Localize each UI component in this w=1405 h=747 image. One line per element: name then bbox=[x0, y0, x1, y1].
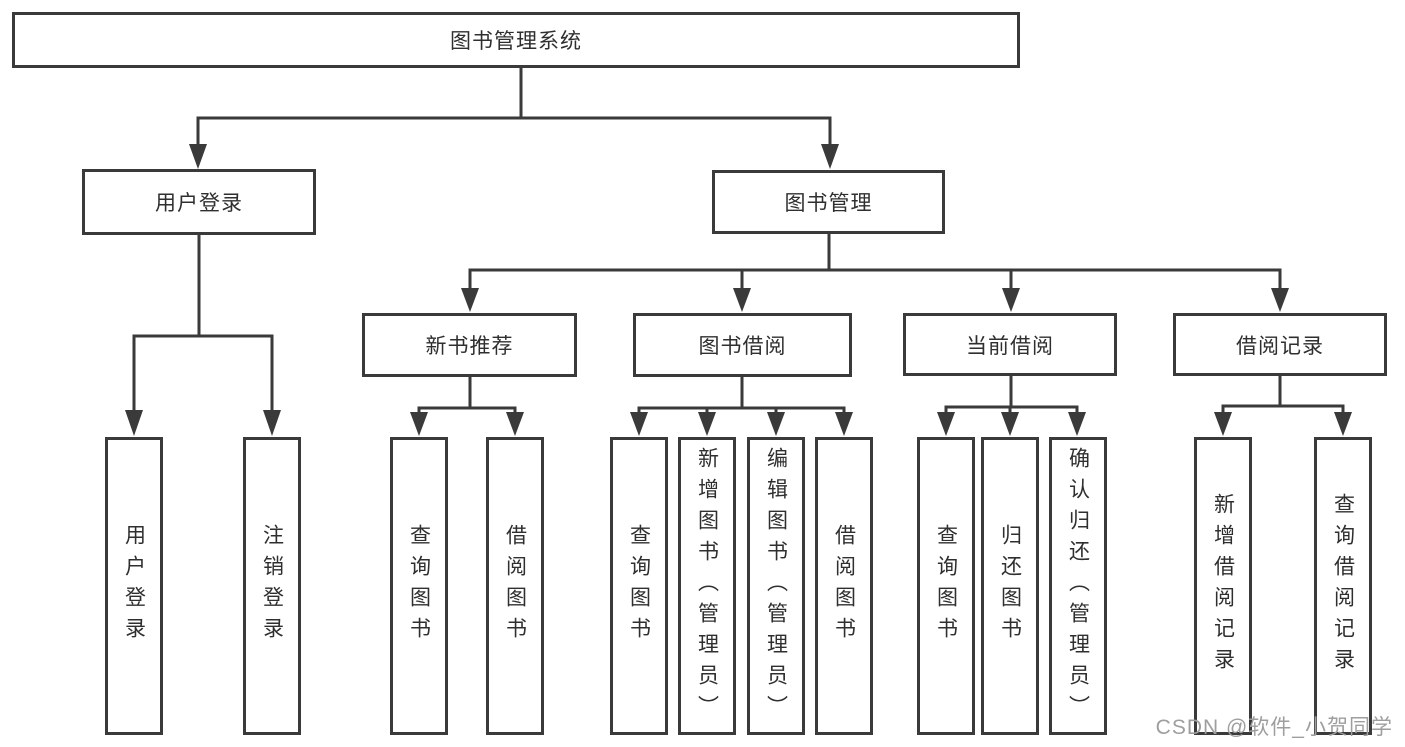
node-label: 借阅图书 bbox=[503, 524, 527, 648]
node-label: 查询图书 bbox=[627, 524, 651, 648]
leaf-query-borrow-record: 查询借阅记录 bbox=[1314, 437, 1372, 735]
node-label: 查询图书 bbox=[934, 524, 958, 648]
leaf-query-books-current: 查询图书 bbox=[917, 437, 975, 735]
leaf-confirm-return-admin: 确认归还（管理员） bbox=[1049, 437, 1107, 735]
node-label: 图书管理系统 bbox=[450, 30, 582, 53]
leaf-query-books-recommend: 查询图书 bbox=[390, 437, 448, 735]
node-current-borrowing: 当前借阅 bbox=[903, 313, 1117, 376]
node-borrowing-records: 借阅记录 bbox=[1173, 313, 1387, 376]
node-new-book-recommendation: 新书推荐 bbox=[362, 313, 577, 377]
leaf-edit-book-admin: 编辑图书（管理员） bbox=[747, 437, 805, 735]
node-label: 用户登录 bbox=[122, 524, 146, 648]
leaf-user-login: 用户登录 bbox=[105, 437, 163, 735]
node-label: 用户登录 bbox=[155, 192, 243, 215]
node-library-system: 图书管理系统 bbox=[12, 12, 1020, 68]
leaf-add-borrow-record: 新增借阅记录 bbox=[1194, 437, 1252, 735]
node-label: 图书管理 bbox=[784, 192, 873, 215]
node-label: 确认归还（管理员） bbox=[1066, 446, 1090, 726]
leaf-return-books: 归还图书 bbox=[981, 437, 1039, 735]
node-label: 新增借阅记录 bbox=[1211, 493, 1235, 679]
node-label: 新书推荐 bbox=[425, 335, 514, 358]
leaf-borrow-books-borrowing: 借阅图书 bbox=[815, 437, 873, 735]
node-label: 借阅记录 bbox=[1236, 334, 1324, 358]
leaf-borrow-books-recommend: 借阅图书 bbox=[486, 437, 544, 735]
leaf-logout: 注销登录 bbox=[243, 437, 301, 735]
node-label: 注销登录 bbox=[260, 524, 284, 648]
csdn-watermark: CSDN @软件_小贺同学 bbox=[1155, 716, 1393, 739]
node-book-borrowing: 图书借阅 bbox=[633, 313, 852, 377]
node-label: 新增图书（管理员） bbox=[695, 446, 719, 726]
node-label: 归还图书 bbox=[998, 524, 1022, 648]
node-user-login: 用户登录 bbox=[82, 169, 316, 235]
node-book-management: 图书管理 bbox=[712, 170, 945, 234]
node-label: 图书借阅 bbox=[698, 335, 787, 358]
node-label: 查询图书 bbox=[407, 524, 431, 648]
node-label: 查询借阅记录 bbox=[1331, 493, 1355, 679]
node-label: 当前借阅 bbox=[966, 334, 1054, 358]
node-label: 借阅图书 bbox=[832, 524, 856, 648]
leaf-add-book-admin: 新增图书（管理员） bbox=[678, 437, 736, 735]
leaf-query-books-borrowing: 查询图书 bbox=[610, 437, 668, 735]
node-label: 编辑图书（管理员） bbox=[764, 446, 788, 726]
